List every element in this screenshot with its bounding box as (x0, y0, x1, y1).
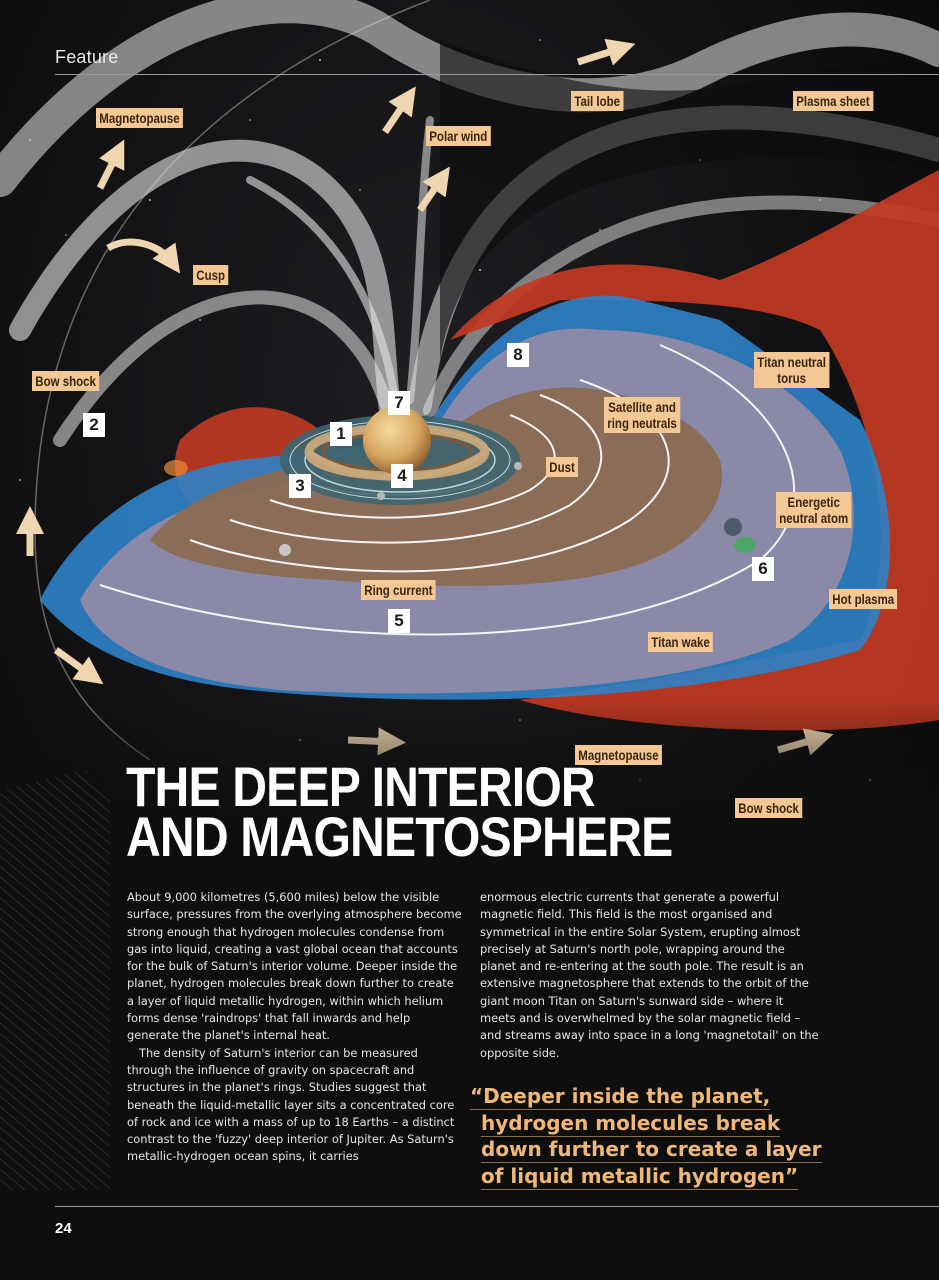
tail-lobe-dark (440, 40, 939, 360)
paragraph-2: The density of Saturn's interior can be … (127, 1045, 455, 1164)
moon-small-3 (514, 462, 522, 470)
article-headline: THE DEEP INTERIOR AND MAGNETOSPHERE (126, 759, 673, 865)
hatch-decoration (0, 770, 110, 1190)
label-titan-wake: Titan wake (648, 632, 714, 652)
footer-rule (55, 1206, 939, 1207)
header-rule (55, 74, 939, 75)
paragraph-1: About 9,000 kilometres (5,600 miles) bel… (127, 890, 462, 1043)
label-satellite-ring-neutrals: Satellite and ring neutrals (604, 397, 681, 433)
arrow-magnetopause (96, 139, 125, 190)
headline-line-1: THE DEEP INTERIOR (126, 755, 596, 818)
label-hot-plasma: Hot plasma (829, 589, 898, 609)
plasma-glow (164, 460, 188, 476)
arrow-cusp (106, 238, 181, 274)
hot-plasma-region (450, 170, 939, 731)
neutral-atom-cloud (734, 537, 756, 553)
arrow-tail (576, 38, 636, 66)
marker-1: 1 (330, 422, 352, 446)
body-column-left: About 9,000 kilometres (5,600 miles) bel… (127, 889, 462, 1166)
label-dust: Dust (546, 457, 579, 477)
pull-quote: “Deeper inside the planet, hydrogen mole… (470, 1083, 822, 1190)
page-number: 24 (55, 1220, 72, 1237)
marker-4: 4 (391, 464, 413, 488)
marker-5: 5 (388, 609, 410, 633)
label-tail-lobe: Tail lobe (571, 91, 624, 111)
label-magnetopause-bottom: Magnetopause (575, 745, 662, 765)
paragraph-3: enormous electric currents that generate… (480, 890, 819, 1060)
headline-line-2: AND MAGNETOSPHERE (126, 805, 673, 868)
marker-6: 6 (752, 557, 774, 581)
marker-8: 8 (507, 343, 529, 367)
bow-shock-curve (34, 0, 431, 761)
pull-quote-line-1: “Deeper inside the planet, (470, 1084, 771, 1110)
moon-small-2 (377, 492, 385, 500)
label-bow-shock-left: Bow shock (32, 371, 100, 391)
marker-3: 3 (289, 474, 311, 498)
label-titan-neutral-torus: Titan neutral torus (754, 352, 830, 388)
pull-quote-line-4: of liquid metallic hydrogen” (481, 1163, 799, 1190)
marker-7: 7 (388, 391, 410, 415)
pull-quote-line-3: down further to create a layer (481, 1137, 822, 1163)
label-ring-current: Ring current (361, 580, 436, 600)
body-column-right: enormous electric currents that generate… (480, 889, 820, 1062)
section-tag: Feature (55, 47, 119, 67)
label-cusp: Cusp (193, 265, 229, 285)
arrow-polar-1 (382, 86, 416, 134)
label-polar-wind: Polar wind (426, 126, 491, 146)
pull-quote-line-2: hydrogen molecules break (481, 1110, 781, 1137)
titan-moon (724, 518, 742, 536)
label-bow-shock-bottom: Bow shock (735, 798, 803, 818)
label-magnetopause-top: Magnetopause (96, 108, 183, 128)
label-plasma-sheet: Plasma sheet (793, 91, 873, 111)
label-energetic-neutral-atom: Energetic neutral atom (776, 492, 852, 528)
moon-small-1 (279, 544, 291, 556)
arrow-polar-2 (417, 166, 450, 212)
marker-2: 2 (83, 413, 105, 437)
saturn-planet (363, 406, 431, 474)
arrow-lower-left (53, 647, 104, 685)
